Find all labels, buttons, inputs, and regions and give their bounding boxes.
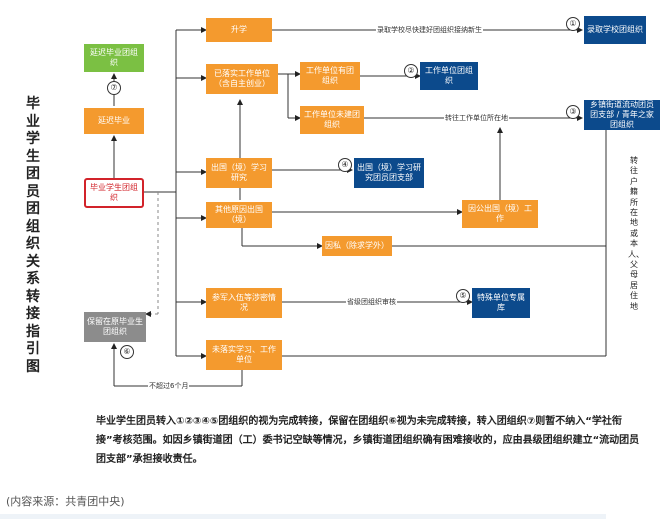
node-unit-org: 工作单位团组织	[420, 62, 478, 90]
node-graduate-org: 毕业学生团组织	[84, 178, 144, 208]
label-provincial-review: 省级团组织审核	[346, 297, 397, 307]
node-abroad-branch: 出国（境）学习研究团员团支部	[354, 158, 424, 188]
right-side-note: 转往户籍所在地或本人、父母居住地	[628, 156, 644, 311]
node-township-org: 乡镇街道流动团员团支部 / 青年之家团组织	[584, 100, 660, 130]
number-5: ⑤	[456, 289, 470, 303]
node-public-abroad: 其他原因出国（境）	[206, 202, 272, 228]
number-2: ②	[404, 64, 418, 78]
label-transfer-unit: 转往工作单位所在地	[444, 113, 509, 123]
number-1: ①	[566, 17, 580, 31]
source-note: (内容来源：共青团中央)	[6, 495, 125, 508]
number-7: ⑦	[107, 81, 121, 95]
node-special-db: 特殊单位专属库	[472, 288, 530, 318]
label-no-more-6-months: 不超过6个月	[148, 381, 190, 391]
node-admission-school: 录取学校团组织	[584, 16, 646, 44]
vertical-title: 毕业学生团员团组织关系转接指引图	[26, 96, 40, 375]
node-work-unit: 已落实工作单位（含自主创业）	[206, 64, 278, 94]
label-admission: 录取学校尽快建好团组织接纳新生	[376, 25, 483, 35]
node-keep-org: 保留在原毕业生团组织	[84, 312, 146, 342]
footnote: 毕业学生团员转入①②③④⑤团组织的视为完成转接，保留在团组织⑥视为未完成转接，转…	[96, 416, 640, 465]
node-delay-graduation: 延迟毕业	[84, 108, 144, 134]
number-6: ⑥	[120, 345, 134, 359]
node-military: 参军入伍等涉密情况	[206, 288, 282, 318]
bottom-bar	[0, 514, 606, 519]
node-higher-study: 升学	[206, 18, 272, 42]
number-3: ③	[566, 105, 580, 119]
node-private-travel: 因私（除求学外）	[322, 236, 392, 256]
node-unit-has-org: 工作单位有团组织	[300, 62, 360, 90]
number-4: ④	[338, 158, 352, 172]
node-unit-no-org: 工作单位未建团组织	[300, 106, 364, 134]
node-delay-grad-org: 延迟毕业团组织	[84, 44, 144, 72]
node-no-job: 未落实学习、工作单位	[206, 340, 282, 370]
node-abroad-study: 出国（境）学习研究	[206, 158, 272, 188]
node-public-travel: 因公出国（境）工作	[462, 200, 538, 228]
